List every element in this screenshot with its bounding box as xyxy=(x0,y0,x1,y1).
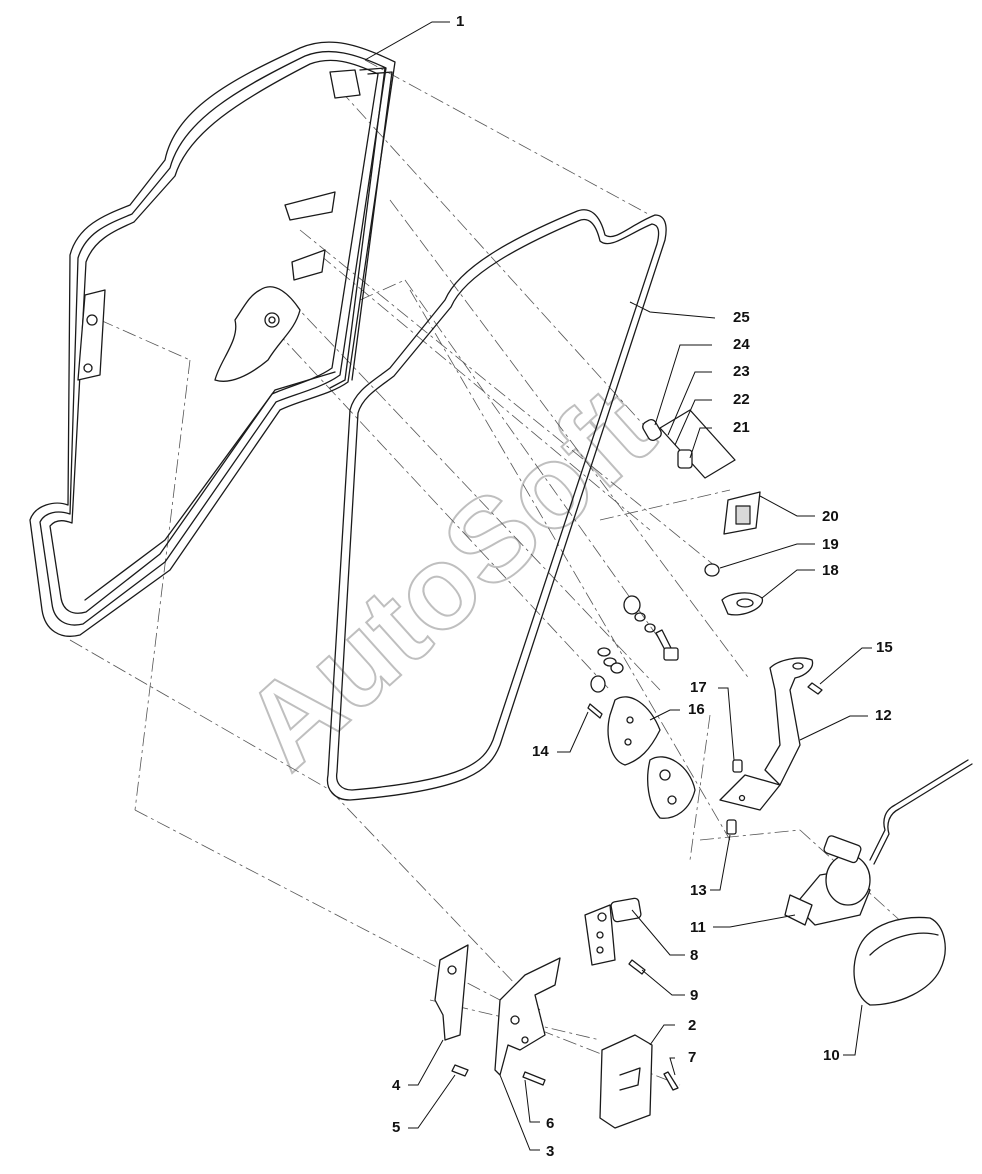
callout-10: 10 xyxy=(823,1047,840,1064)
callout-25: 25 xyxy=(733,309,750,326)
spacer-and-slotted-washer xyxy=(704,563,763,616)
latch-cover xyxy=(599,1034,653,1129)
callout-9: 9 xyxy=(690,987,698,1004)
callout-14: 14 xyxy=(532,743,549,760)
latch-bracket xyxy=(494,957,561,1076)
latch-fasteners xyxy=(451,1064,679,1091)
callout-17: 17 xyxy=(690,679,707,696)
motor-cover xyxy=(853,916,946,1006)
label-plate xyxy=(723,491,761,535)
callout-5: 5 xyxy=(392,1119,400,1136)
callout-12: 12 xyxy=(875,707,892,724)
callout-7: 7 xyxy=(688,1049,696,1066)
lock-mechanism xyxy=(584,897,642,966)
assembly-axes xyxy=(69,59,906,1086)
callout-22: 22 xyxy=(733,391,750,408)
callout-labels: 1 2 3 4 5 6 7 8 9 10 11 12 13 14 15 16 1… xyxy=(392,13,893,1160)
callout-18: 18 xyxy=(822,562,839,579)
callout-19: 19 xyxy=(822,536,839,553)
washer-bolt-stack xyxy=(590,595,679,693)
latch-plate xyxy=(434,944,469,1041)
wiper-motor xyxy=(784,759,973,926)
callout-4: 4 xyxy=(392,1077,401,1094)
callout-11: 11 xyxy=(690,919,706,936)
screw-14 xyxy=(587,703,603,719)
callout-8: 8 xyxy=(690,947,698,964)
callout-3: 3 xyxy=(546,1143,554,1160)
leader-lines xyxy=(364,21,872,1151)
callout-1: 1 xyxy=(456,13,464,30)
striker-plates xyxy=(607,696,696,819)
callout-21: 21 xyxy=(733,419,750,436)
callout-16: 16 xyxy=(688,701,705,718)
callout-2: 2 xyxy=(688,1017,696,1034)
callout-24: 24 xyxy=(733,336,750,353)
callout-6: 6 xyxy=(546,1115,554,1132)
callout-20: 20 xyxy=(822,508,839,525)
callout-13: 13 xyxy=(690,882,707,899)
callout-23: 23 xyxy=(733,363,750,380)
bushing-bolt-group xyxy=(642,409,736,479)
window-glass-seal xyxy=(326,209,667,801)
door-frame-seal xyxy=(29,41,396,637)
screw-9 xyxy=(628,959,646,975)
small-fasteners xyxy=(726,682,823,835)
callout-15: 15 xyxy=(876,639,893,656)
rod-bracket xyxy=(719,657,814,811)
